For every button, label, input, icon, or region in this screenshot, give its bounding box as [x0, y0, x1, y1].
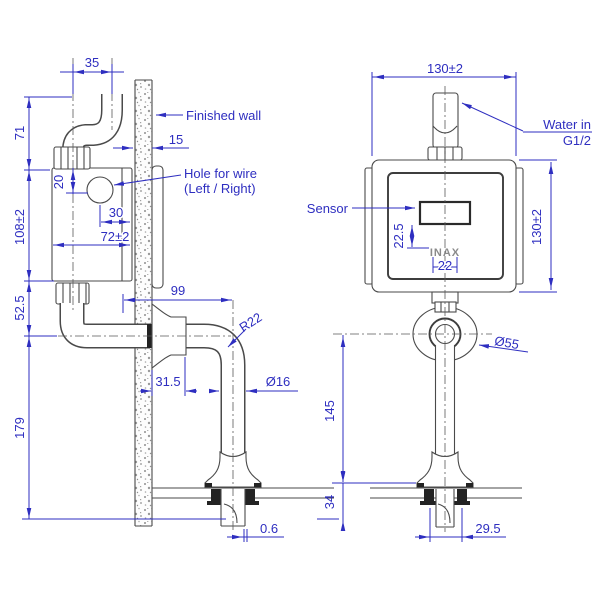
left-side-view: 35 71 108±2 52.5 179 15 Finished wall: [12, 55, 334, 542]
dimensions-left: 35 71 108±2 52.5 179 15 Finished wall: [12, 55, 298, 542]
dim-body-width: 72±2: [101, 229, 130, 244]
dim-front-width: 130±2: [427, 61, 463, 76]
brand-logo: INAX: [430, 247, 460, 259]
dim-counter-thickness: 34: [322, 495, 337, 509]
dim-tip-gap: 0.6: [260, 521, 278, 536]
dim-spout-height: 179: [12, 417, 27, 439]
label-hole-for-wire-2: (Left / Right): [184, 181, 256, 196]
back-plate: [151, 165, 164, 289]
dim-hole-from-wall: 30: [109, 205, 123, 220]
dim-logo-width: 22: [438, 258, 452, 273]
dim-shank-width: 29.5: [475, 521, 500, 536]
dim-spout-reach: 99: [171, 283, 185, 298]
inlet-pipe-front: [427, 92, 463, 161]
dim-inlet-offset: 35: [85, 55, 99, 70]
control-box-side: [51, 167, 133, 282]
outlet-union-nut: [55, 282, 90, 305]
wire-hole: [86, 176, 114, 204]
centerlines-front: [333, 86, 492, 532]
dim-hole-from-top: 20: [51, 175, 66, 189]
dim-body-height: 108±2: [12, 209, 27, 245]
label-inlet-thread: G1/2: [563, 133, 591, 148]
face-panel: [387, 172, 504, 280]
label-water-in: Water in: [543, 117, 591, 132]
dim-sensor-offset: 22.5: [391, 223, 406, 248]
front-view: INAX: [307, 60, 592, 542]
dim-wall-clearance: 31.5: [155, 374, 180, 389]
dim-outlet-drop: 52.5: [12, 295, 27, 320]
label-sensor: Sensor: [307, 201, 349, 216]
label-hole-for-wire: Hole for wire: [184, 166, 257, 181]
inlet-union-nut: [53, 146, 91, 170]
sensor-body: INAX: [364, 159, 524, 293]
wall-section: [134, 79, 153, 527]
dim-pipe-drop: 145: [322, 400, 337, 422]
dimensions-front: 130±2 130±2 Water in G1/2 Sensor 22.5 22: [307, 60, 592, 542]
dim-wall-thickness: 15: [169, 132, 183, 147]
dim-spout-pipe-dia: Ø16: [266, 374, 291, 389]
dim-inlet-height: 71: [12, 126, 27, 140]
label-finished-wall: Finished wall: [186, 108, 261, 123]
dim-front-height: 130±2: [529, 209, 544, 245]
dim-spout-bend-radius: R22: [236, 309, 264, 335]
inlet-pipe-side: [53, 94, 123, 170]
base-trumpet-left: [204, 450, 262, 488]
base-trumpet-front: [416, 450, 474, 488]
dim-escutcheon-dia: Ø55: [493, 333, 520, 352]
outlet-elbow-side: [55, 282, 150, 349]
